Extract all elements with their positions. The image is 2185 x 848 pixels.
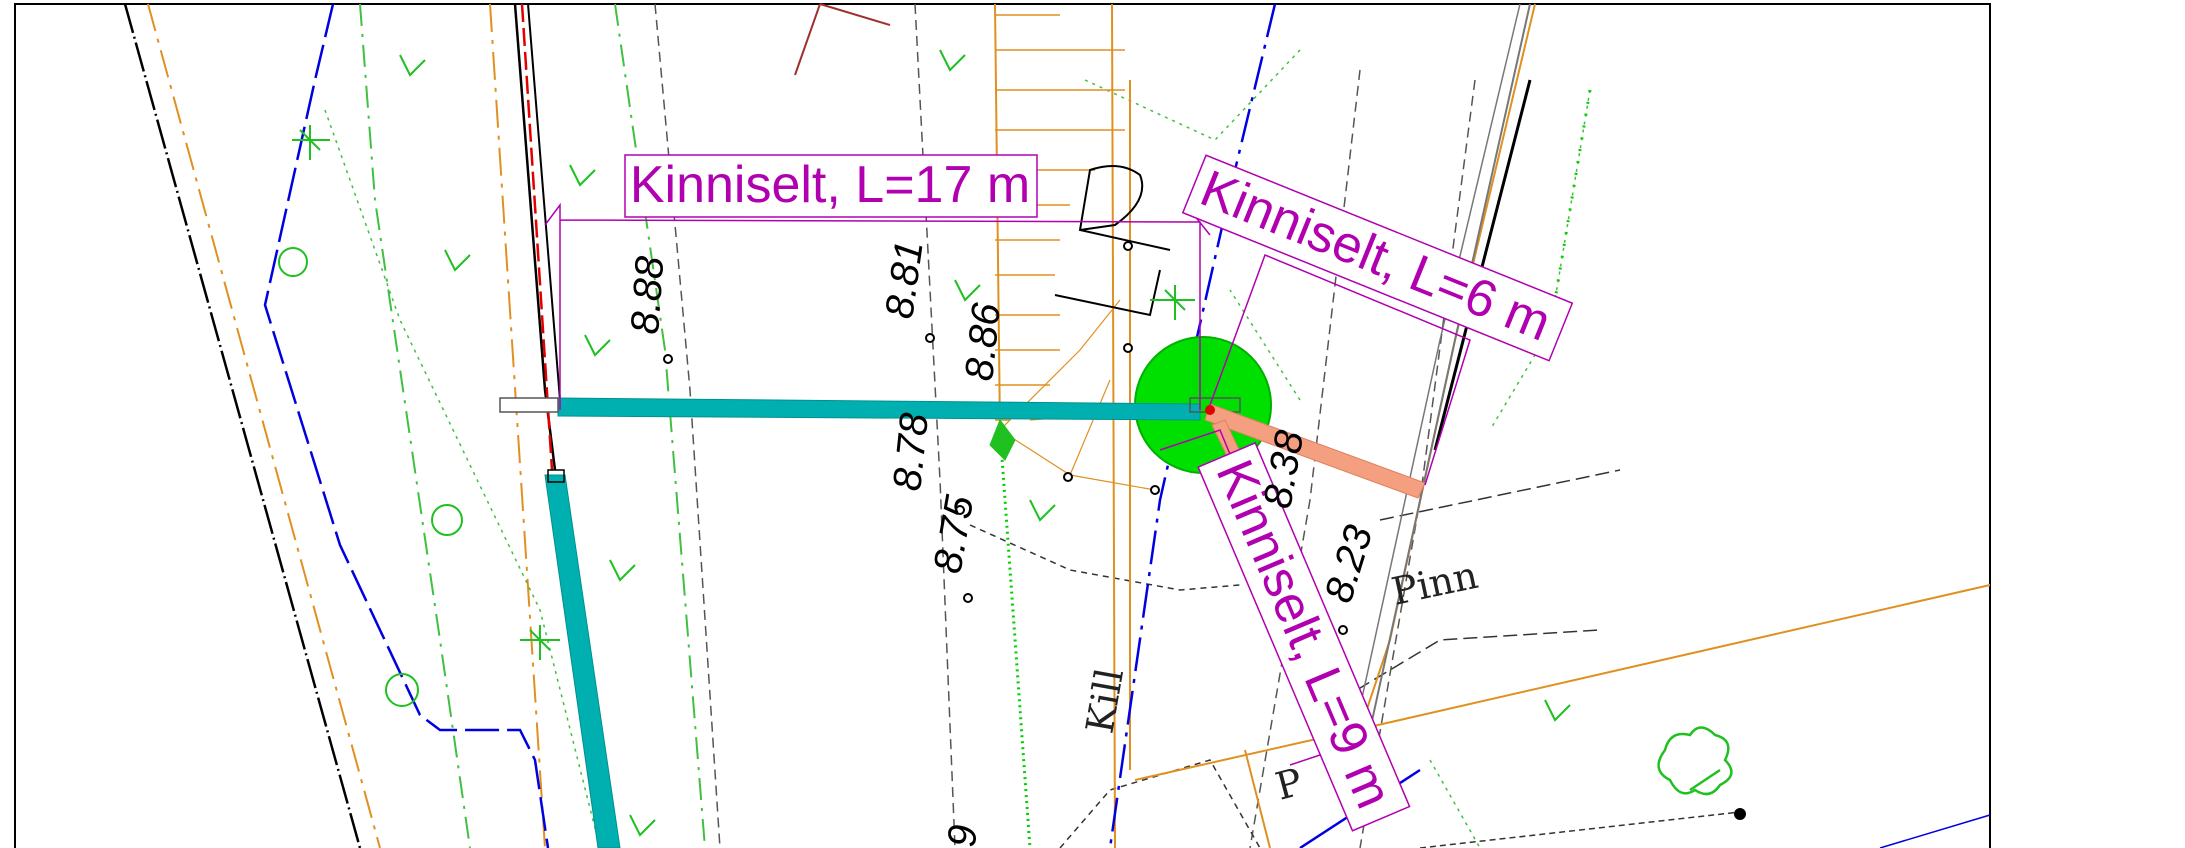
- elevation-8-81: 8.81: [877, 238, 931, 321]
- black-dashed-7: [1339, 629, 1601, 701]
- pipe-node-red: [1205, 405, 1215, 415]
- blue-ditch-left: [263, 3, 550, 848]
- green-dotted-bold: [998, 429, 1032, 848]
- green-line-2: [614, 3, 706, 848]
- elevation-8-23: 8.23: [1317, 520, 1382, 607]
- elevation-8-86: 8.86: [957, 300, 1009, 383]
- green-dotted-3: [1489, 89, 1591, 431]
- elevation-8-78: 8.78: [885, 410, 937, 493]
- orange-line-2: [489, 3, 546, 848]
- elevation-9: 9: [940, 823, 985, 848]
- black-dashed-2: [914, 3, 956, 848]
- label-pipe-17-text: Kinniselt, L=17 m: [630, 156, 1030, 214]
- green-line-1: [359, 3, 471, 848]
- elevation-8-88: 8.88: [623, 254, 672, 335]
- road-edge-red: [520, 3, 554, 471]
- black-dashed-1: [654, 3, 721, 848]
- green-dotted-4: [1229, 289, 1301, 401]
- label-pipe-9: Kinniselt, L=9 m: [1197, 441, 1411, 832]
- black-dashed-9: [1419, 811, 1741, 848]
- orange-tree-lines: [999, 299, 1156, 491]
- green-dotted-6: [1548, 89, 1592, 331]
- elevation-8-75: 8.75: [926, 492, 983, 577]
- place-name-pinn: Pinn: [1388, 553, 1482, 614]
- black-fence-right: [1433, 79, 1532, 451]
- road-edge-2: [527, 3, 561, 401]
- shed-outline: [1078, 165, 1171, 251]
- place-name-kill: Kill: [1078, 665, 1133, 737]
- label-pipe-17: Kinniselt, L=17 m: [624, 154, 1038, 218]
- tree-symbols: [278, 247, 463, 707]
- orange-road-bottom-2: [1244, 749, 1271, 848]
- road-edge-1: [513, 3, 557, 471]
- pipe-joint: [499, 397, 559, 413]
- grey-fence-2: [1354, 3, 1521, 731]
- label-pipe-6: Kinniselt, L=6 m: [1181, 154, 1574, 362]
- red-lines-top: [794, 3, 891, 76]
- salmon-pipe-right: [1204, 403, 1426, 499]
- black-dashed-5: [969, 524, 1241, 591]
- black-dashed-8: [1059, 759, 1261, 848]
- grey-fence: [1369, 3, 1531, 731]
- label-pipe-6-text: Kinniselt, L=6 m: [1193, 160, 1559, 353]
- pipe-joint-2: [547, 469, 565, 483]
- black-dashed-6: [1379, 469, 1621, 521]
- place-name-p: P: [1271, 760, 1307, 809]
- green-diamond: [989, 418, 1016, 461]
- green-dotted-1: [324, 109, 601, 848]
- teal-pipe-vertical: [544, 474, 621, 848]
- tree-cloud-icon: [1657, 726, 1733, 796]
- label-pipe-9-text: Kinniselt, L=9 m: [1205, 452, 1404, 817]
- green-dotted-5: [1429, 759, 1481, 848]
- orange-road-line: [1111, 3, 1131, 848]
- blue-line-right: [1879, 814, 1991, 848]
- grass-symbols: [292, 49, 1571, 837]
- teal-pipe-horizontal: [557, 397, 1201, 421]
- survey-points: [663, 241, 1746, 820]
- shed-wall: [1054, 269, 1161, 317]
- orange-right-line: [1359, 3, 1536, 731]
- property-boundary-left: [123, 3, 362, 848]
- orange-line-1: [147, 3, 381, 848]
- green-dotted-2: [1084, 49, 1301, 141]
- blue-ditch-right: [1108, 3, 1277, 848]
